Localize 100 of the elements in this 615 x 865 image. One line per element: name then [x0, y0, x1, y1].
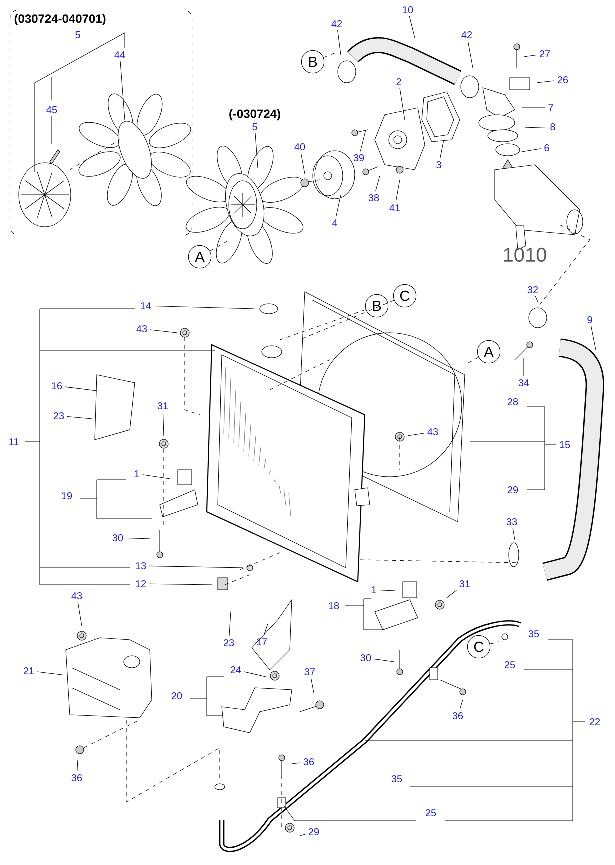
leader-line [120, 61, 126, 120]
leader-line [77, 760, 78, 772]
leader-line [440, 140, 444, 159]
callout-number: 22 [590, 718, 600, 726]
callout-number: 36 [304, 758, 314, 766]
leader-line [360, 130, 366, 152]
leader-line [292, 762, 301, 764]
leader-line [310, 678, 314, 694]
callout-number: 27 [540, 50, 550, 58]
callout-number: 42 [332, 20, 342, 28]
callout-number: 13 [136, 562, 146, 570]
leader-line [374, 658, 394, 662]
leader-line [65, 386, 98, 392]
callout-number: 7 [548, 104, 554, 112]
callout-number: 4 [332, 220, 338, 226]
callout-number: 31 [158, 402, 168, 410]
leader-line [264, 624, 268, 636]
reference-number: 1010 [504, 248, 546, 262]
leader-line [460, 700, 464, 710]
callout-number: 35 [528, 630, 540, 638]
leader-line [244, 672, 266, 678]
circled-letter: A [188, 245, 212, 269]
leader-line [126, 538, 150, 540]
callout-number: 1 [134, 470, 140, 478]
leader-line [468, 41, 474, 68]
leader-line [535, 296, 538, 302]
callout-number: 15 [560, 442, 570, 448]
callout-number: 29 [308, 828, 320, 836]
callout-number: 36 [452, 712, 464, 720]
circled-letter: C [393, 284, 417, 308]
callout-number: 24 [230, 666, 242, 674]
callout-number: 30 [112, 534, 124, 542]
callout-number: 18 [329, 602, 340, 610]
leader-line [408, 433, 425, 436]
leader-line [210, 240, 230, 252]
callout-number: 16 [52, 382, 62, 390]
callout-number: 33 [506, 518, 518, 526]
callout-number: 23 [54, 412, 64, 420]
leader-line [78, 602, 82, 626]
callout-number: 45 [46, 106, 58, 114]
leader-line [379, 590, 396, 592]
callout-number: 38 [368, 194, 380, 202]
leader-line [280, 310, 366, 340]
callout-number: 25 [504, 661, 516, 669]
callout-number: 29 [508, 486, 518, 494]
callout-number: 11 [10, 438, 19, 446]
callout-number: 35 [392, 775, 402, 783]
leader-line [591, 326, 596, 350]
callout-number: 19 [62, 492, 72, 500]
callout-number: 1 [372, 586, 376, 594]
leader-line [376, 176, 380, 192]
callout-number: 9 [588, 316, 592, 324]
callout-number: 43 [72, 592, 82, 600]
leader-line [300, 153, 306, 174]
callout-number: 14 [141, 302, 152, 310]
leader-line [446, 590, 457, 598]
callout-number: 12 [136, 580, 146, 588]
leader-line [490, 642, 500, 644]
callout-number: 40 [294, 143, 306, 151]
circled-letter: C [467, 635, 491, 659]
circled-letter: B [301, 50, 325, 74]
callout-number: 42 [462, 32, 472, 38]
callout-number: 30 [360, 654, 372, 662]
callout-number: 17 [257, 638, 268, 646]
leader-line [149, 566, 244, 568]
leader-line [229, 612, 232, 637]
callout-number: 44 [114, 52, 126, 58]
callout-number: 37 [304, 668, 316, 676]
callout-number: 31 [460, 580, 470, 588]
callout-number: 28 [508, 398, 518, 406]
leader-line [400, 88, 406, 120]
leader-line [512, 528, 516, 540]
leader-line [255, 133, 258, 168]
leader-line [300, 300, 395, 340]
leader-line [149, 584, 212, 586]
leader-line [154, 306, 254, 310]
callout-number: 5 [76, 32, 80, 38]
callout-number: 5 [252, 124, 258, 130]
leader-line [142, 474, 170, 480]
callout-number: 34 [518, 379, 530, 387]
callout-number: 41 [390, 204, 400, 212]
callout-number: 26 [558, 76, 568, 84]
circled-letter: B [365, 294, 389, 318]
callout-number: 36 [72, 774, 82, 782]
leader-line [67, 416, 92, 420]
callout-number: 8 [550, 123, 556, 131]
leader-line [524, 54, 537, 58]
leader-line [396, 180, 400, 202]
circled-letter: A [477, 340, 501, 364]
leader-line [336, 194, 342, 217]
callout-number: 6 [544, 144, 550, 152]
callout-number: 43 [136, 325, 148, 333]
leader-line [524, 126, 548, 128]
leader-line [162, 412, 164, 436]
leader-line [409, 16, 416, 38]
leader-line [338, 30, 342, 56]
callout-number: 10 [403, 6, 414, 14]
callout-number: 2 [396, 78, 402, 86]
callout-number: 3 [436, 161, 442, 169]
leader-line [522, 148, 542, 152]
